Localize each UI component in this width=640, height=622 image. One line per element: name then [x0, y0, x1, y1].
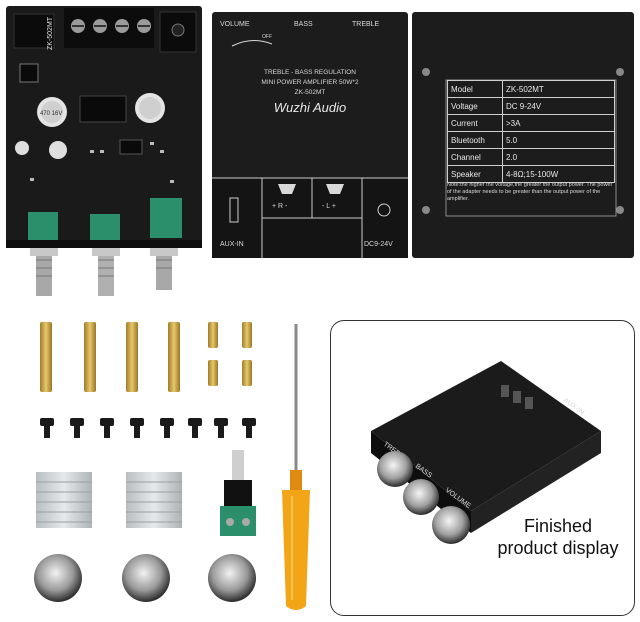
plate-dc-label: DC9-24V [364, 241, 393, 248]
plate-treble-label: TREBLE [352, 21, 380, 28]
capacitors [15, 93, 165, 159]
dc-plug-adapter [220, 450, 256, 536]
dc-jack [13, 13, 55, 49]
volume-knobs [34, 554, 256, 602]
accessories-photo [34, 322, 310, 610]
potentiometer-bases [28, 198, 182, 240]
plate-volume-label: VOLUME [220, 21, 250, 28]
knob-shafts [30, 248, 178, 296]
heatsinks [36, 472, 182, 528]
pcb-body [6, 6, 202, 246]
plate-title-line-1: TREBLE - BASS REGULATION [264, 69, 356, 76]
plate-right-channel: + R - [272, 203, 288, 210]
plate-title-line-2: MINI POWER AMPLIFIER 50W*2 [261, 79, 359, 86]
board-model-silk: ZK-502MT [47, 16, 54, 50]
finished-caption-line-1: Finished [523, 516, 593, 536]
plate-left-channel: - L + [322, 203, 336, 210]
finished-product-photo: TREBLE BASS VOLUME AUX-IN [371, 361, 601, 544]
amp-chip [79, 95, 127, 123]
spec-note: Note:the higher the voltage,the greater … [447, 182, 613, 202]
cap-label: 470 16V [40, 111, 62, 117]
brass-standoffs [40, 322, 180, 392]
screwdriver [282, 324, 310, 610]
short-standoffs [208, 322, 252, 386]
finished-product-caption: Finished product display [483, 515, 633, 559]
finished-product-box: TREBLE BASS VOLUME AUX-IN [330, 320, 635, 616]
plate-title-line-3: ZK-502MT [295, 89, 326, 96]
finished-knobs [377, 451, 470, 544]
plate-off-label: OFF [262, 34, 272, 40]
finished-caption-line-2: product display [497, 538, 619, 558]
amplifier-board-photo: ZK-502MT 470 16V [6, 6, 202, 296]
plate-bass-label: BASS [294, 21, 313, 28]
cover-plate-photo: VOLUME BASS TREBLE OFF TREBLE - BASS REG… [212, 12, 408, 258]
spec-row: Current>3A [447, 114, 615, 132]
plate-aux-label: AUX-IN [220, 241, 244, 248]
plate-brand: Wuzhi Audio [274, 100, 347, 115]
black-screws [40, 418, 256, 438]
